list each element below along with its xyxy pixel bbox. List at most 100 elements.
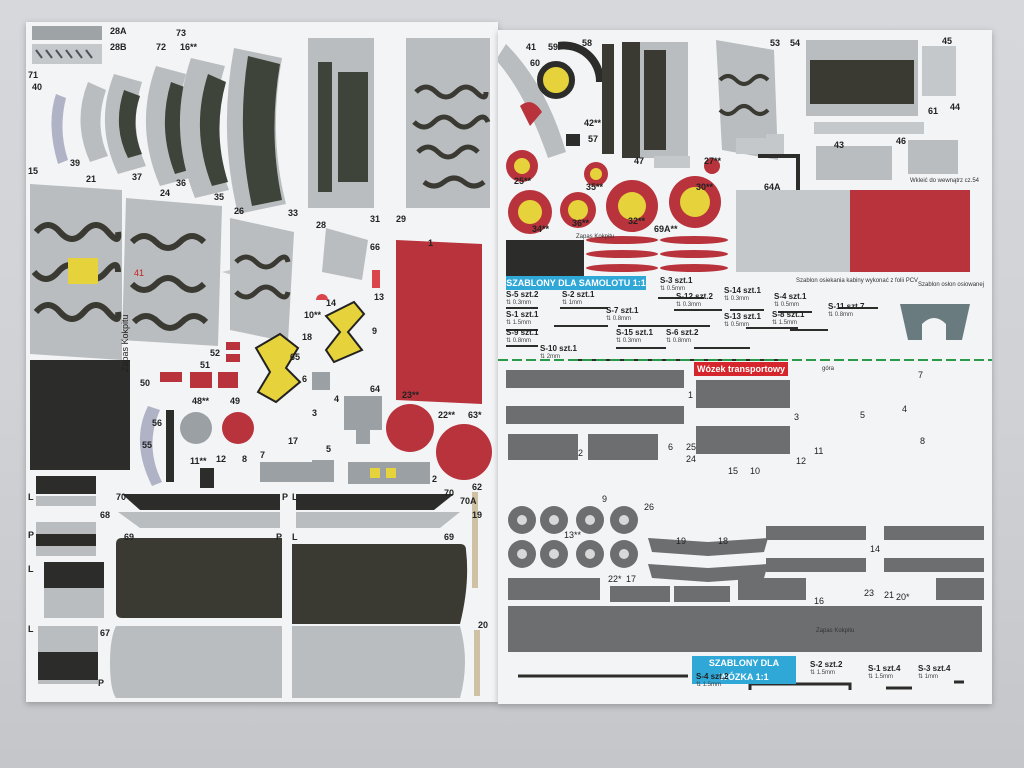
part-20 <box>474 630 480 696</box>
label-12: 12 <box>216 454 226 464</box>
template-s15: S-15 szt.1 ⇅ 0.3mm <box>616 328 653 344</box>
cart-label-26: 26 <box>644 502 654 512</box>
label-73: 73 <box>176 28 186 38</box>
template-s10-spec: ⇅ 2mm <box>540 354 561 360</box>
part-51-b <box>190 372 212 388</box>
template-s8-spec: ⇅ 1.5mm <box>772 320 798 326</box>
template-s2-name: S-2 szt.1 <box>562 290 595 299</box>
label-70-left: 70 <box>116 492 126 502</box>
cart-label-1: 1 <box>688 390 693 400</box>
part-53 <box>716 40 778 160</box>
part-4 <box>344 396 382 444</box>
part-28a-strip <box>32 26 102 40</box>
note-pcv: Szablon osiekania kabiny wykonać z folii… <box>796 278 919 284</box>
label-36: 36 <box>176 178 186 188</box>
part-52-a <box>226 342 240 350</box>
r-label-35: 35** <box>586 182 604 192</box>
part-58-b <box>622 42 640 158</box>
part-6 <box>312 372 330 390</box>
note-szablon-osiekania: Szablon osłon osiowanej <box>918 282 985 288</box>
label-p-2: P <box>98 678 104 688</box>
cart-part-1 <box>506 370 684 388</box>
part-49 <box>222 412 254 444</box>
cart-wheel-hubs <box>517 515 629 559</box>
label-19: 19 <box>472 510 482 520</box>
wing-right-bottom <box>292 626 465 698</box>
part-27-disc <box>704 158 720 174</box>
cart-label-21: 21 <box>884 590 894 600</box>
r-label-61: 61 <box>928 106 938 116</box>
template-lines-cart <box>518 674 964 690</box>
part-28-panel <box>230 218 294 342</box>
r-label-69a: 69A** <box>654 224 678 234</box>
label-l-1: L <box>28 492 34 502</box>
template-s15-spec: ⇅ 0.3mm <box>616 338 642 344</box>
template-s13: S-13 szt.1 ⇅ 0.5mm <box>724 312 761 328</box>
template-s14: S-14 szt.1 ⇅ 0.3mm <box>724 286 761 302</box>
template-s12-spec: ⇅ 0.3mm <box>676 302 702 308</box>
part-31-dark <box>338 72 368 182</box>
part-7 <box>260 462 312 482</box>
template-s8: S-8 szt.1 ⇅ 1.5mm <box>772 310 804 326</box>
label-26: 26 <box>234 206 244 216</box>
label-70a: 70A <box>460 496 477 506</box>
part-61-strip <box>814 122 924 134</box>
cart-label-11: 11 <box>814 446 823 456</box>
r-label-59: 59 <box>548 42 558 52</box>
label-51: 51 <box>200 360 210 370</box>
part-28-small <box>322 228 368 280</box>
part-39 <box>51 94 68 164</box>
cart-label-16: 16 <box>814 596 824 606</box>
template-s14-spec: ⇅ 0.3mm <box>724 296 750 302</box>
label-71: 71 <box>28 70 38 80</box>
label-28b: 28B <box>110 42 127 52</box>
label-6: 6 <box>302 374 307 384</box>
label-35: 35 <box>214 192 224 202</box>
template-s9: S-9 szt.1 ⇅ 0.8mm <box>506 328 538 344</box>
cart-part-17 <box>610 586 670 602</box>
cart-label-24: 24 <box>686 454 696 464</box>
template-s4-name: S-4 szt.1 <box>774 292 807 301</box>
cart-part-17b <box>674 586 730 602</box>
label-67: 67 <box>100 628 110 638</box>
cart-template-s1: S-1 szt.4 ⇅ 1.5mm <box>868 664 900 680</box>
template-s14-name: S-14 szt.1 <box>724 286 761 295</box>
label-28a: 28A <box>110 26 127 36</box>
label-49: 49 <box>230 396 240 406</box>
cart-part-14-c <box>766 558 866 572</box>
part-45-b <box>940 46 956 96</box>
part-gray-panel <box>736 190 850 272</box>
part-19 <box>472 492 478 588</box>
part-13 <box>372 270 380 288</box>
part-63 <box>436 424 492 480</box>
banner-wozek-transportowy: Wózek transportowy <box>694 362 788 376</box>
cart-template-s4: S-4 szt.2 ⇅ 1.5mm <box>696 672 728 688</box>
banner-szablony-wozka: SZABLONY DLA WÓZKA 1:1 <box>692 656 796 684</box>
cart-template-s2-spec: ⇅ 1.5mm <box>810 670 836 676</box>
part-60 <box>558 41 605 82</box>
label-22: 22** <box>438 410 456 420</box>
wing-ribs <box>35 49 93 59</box>
part-24-marking <box>68 258 98 284</box>
label-31: 31 <box>370 214 380 224</box>
label-p-3: P <box>282 492 288 502</box>
label-l-5: L <box>292 532 298 542</box>
cart-part-2a <box>506 406 684 424</box>
part-23 <box>386 404 434 452</box>
template-s13-name: S-13 szt.1 <box>724 312 761 321</box>
part-35-dark <box>199 74 228 186</box>
right-sheet: 41 59 58 60 53 54 45 42** 57 47 61 44 43… <box>498 30 992 704</box>
part-engine-cowl-cut <box>922 318 946 340</box>
label-62: 62 <box>472 482 482 492</box>
part-47-dark <box>644 50 666 150</box>
part-37-dark <box>118 90 142 158</box>
r-label-42: 42** <box>584 118 602 128</box>
cart-part-19 <box>648 564 768 582</box>
part-36-hub <box>568 200 588 220</box>
cart-template-s3-name: S-3 szt.4 <box>918 664 951 673</box>
cart-label-13: 13** <box>564 530 582 540</box>
cart-part-2b <box>588 434 658 460</box>
cart-part-14-d <box>884 558 984 572</box>
label-4: 4 <box>334 394 339 404</box>
cart-label-4: 4 <box>902 404 907 414</box>
